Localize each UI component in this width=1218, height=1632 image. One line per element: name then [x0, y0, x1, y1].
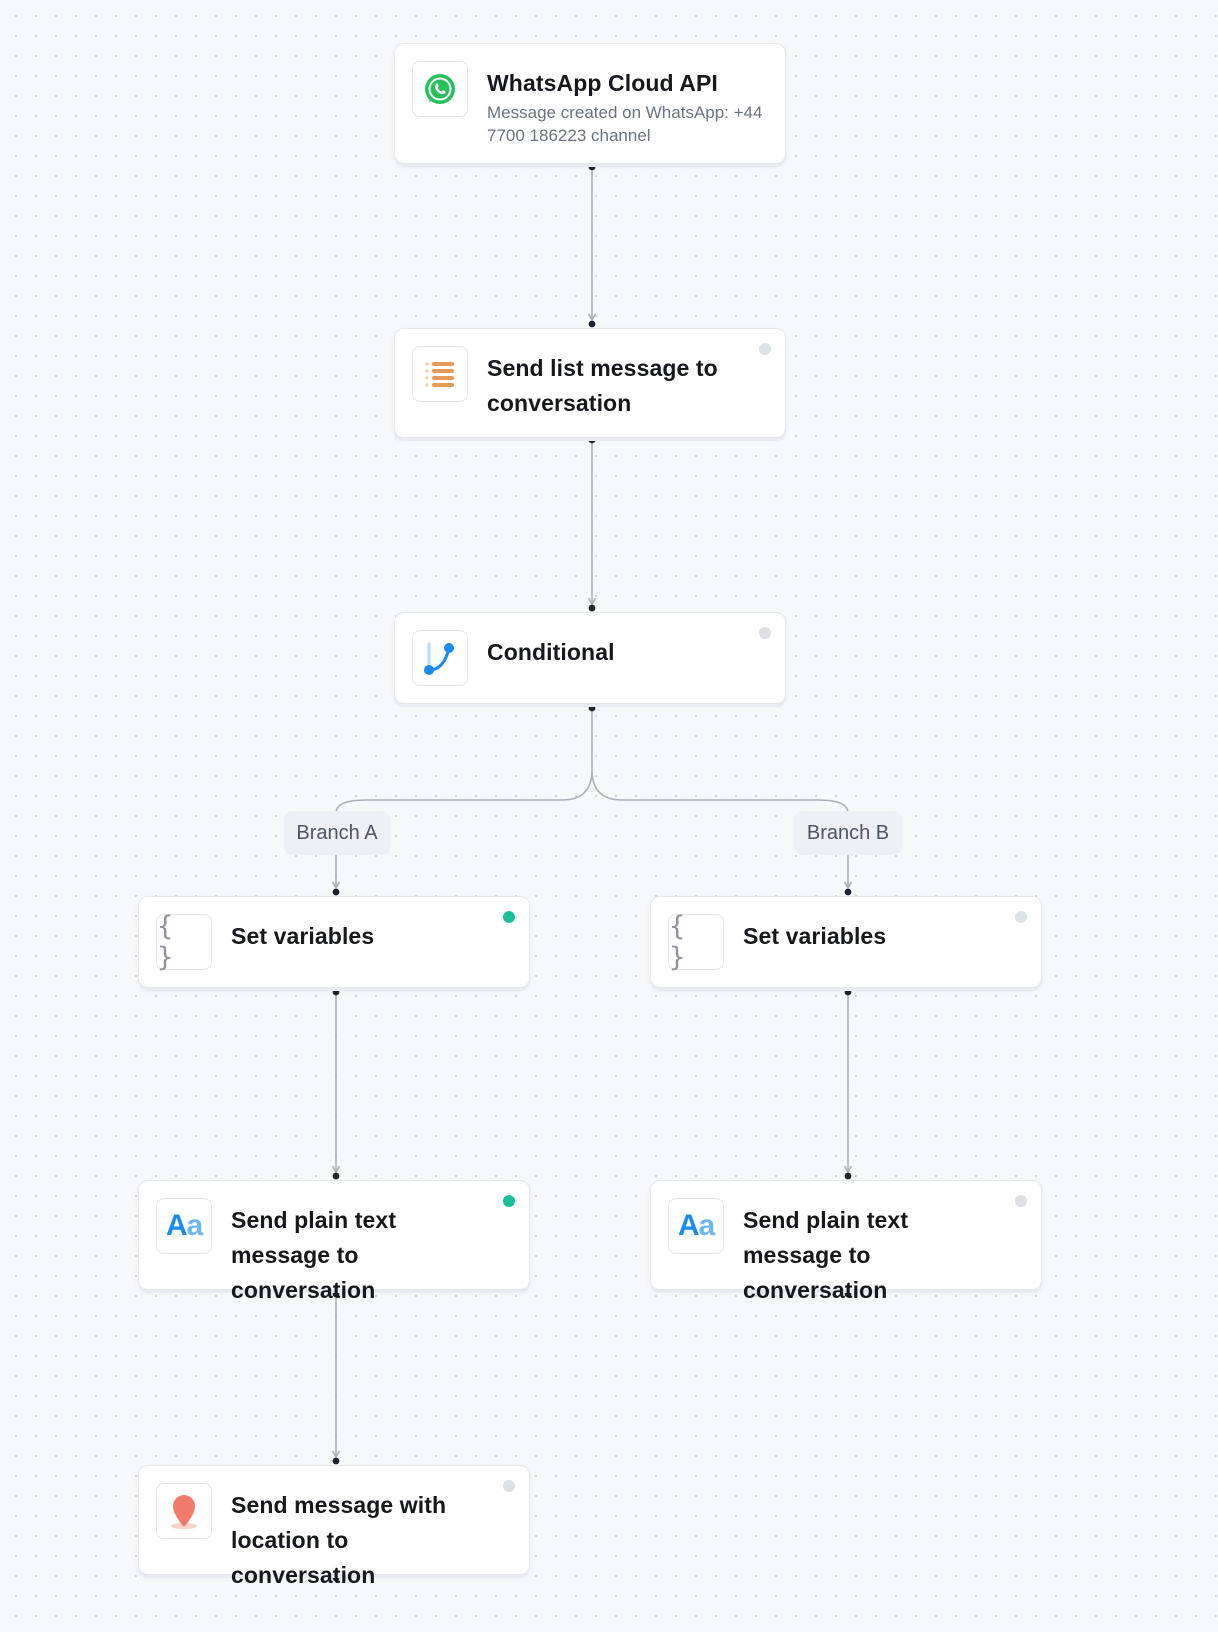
- connector-port: [588, 604, 596, 612]
- node-send-plain-text-a[interactable]: Aa Send plain text message to conversati…: [138, 1180, 530, 1303]
- node-conditional[interactable]: Conditional: [394, 612, 786, 704]
- node-title: WhatsApp Cloud API: [487, 70, 718, 96]
- connector-port: [588, 163, 596, 171]
- list-icon: [412, 346, 468, 402]
- connector-line: [335, 708, 593, 814]
- connector-arrow: [331, 1450, 341, 1459]
- node-set-variables-b[interactable]: { } Set variables: [650, 896, 1042, 988]
- connector-port: [332, 1574, 340, 1582]
- status-dot-active: [503, 911, 515, 923]
- branch-label-b[interactable]: Branch B: [794, 811, 902, 855]
- branch-label-a[interactable]: Branch A: [284, 811, 390, 855]
- connector-arrow: [331, 881, 341, 890]
- connector-arrow: [587, 597, 597, 606]
- connector-port: [844, 988, 852, 996]
- branch-icon: [412, 630, 468, 686]
- node-title: Send list message to conversation: [487, 355, 718, 416]
- connector-arrow: [331, 1165, 341, 1174]
- braces-icon: { }: [156, 911, 212, 973]
- node-title: Set variables: [231, 923, 375, 949]
- node-title: Send plain text message to conversation: [743, 1207, 909, 1303]
- node-set-variables-a[interactable]: { } Set variables: [138, 896, 530, 988]
- status-dot: [759, 343, 771, 355]
- connector-port: [588, 704, 596, 712]
- connector-port: [844, 888, 852, 896]
- status-dot-active: [503, 1195, 515, 1207]
- connector-port: [332, 1457, 340, 1465]
- status-dot: [1015, 911, 1027, 923]
- node-send-plain-text-b[interactable]: Aa Send plain text message to conversati…: [650, 1180, 1042, 1303]
- connector-port: [844, 1290, 852, 1298]
- text-format-icon: Aa: [668, 1198, 724, 1254]
- status-dot: [1015, 1195, 1027, 1207]
- node-title: Set variables: [743, 923, 887, 949]
- node-subtitle: Message created on WhatsApp: +44 7700 18…: [487, 103, 763, 145]
- status-dot: [759, 627, 771, 639]
- connector-arrow: [843, 1165, 853, 1174]
- connector-port: [332, 1290, 340, 1298]
- status-dot: [503, 1480, 515, 1492]
- connector-arrow: [843, 881, 853, 890]
- connector-port: [332, 1172, 340, 1180]
- text-format-icon: Aa: [156, 1198, 212, 1254]
- braces-icon: { }: [668, 911, 724, 973]
- connector-port: [588, 436, 596, 444]
- connector-port: [844, 1172, 852, 1180]
- connector-arrow: [587, 313, 597, 322]
- whatsapp-icon: [412, 61, 468, 117]
- node-whatsapp-cloud-api[interactable]: WhatsApp Cloud API Message created on Wh…: [394, 43, 786, 164]
- node-send-list-message[interactable]: Send list message to conversation: [394, 328, 786, 438]
- connector-line: [591, 769, 849, 814]
- location-pin-icon: [156, 1483, 212, 1539]
- connector-port: [332, 888, 340, 896]
- node-title: Conditional: [487, 639, 615, 665]
- node-title: Send plain text message to conversation: [231, 1207, 397, 1303]
- connector-port: [588, 320, 596, 328]
- node-title: Send message with location to conversati…: [231, 1492, 447, 1588]
- node-send-location-a[interactable]: Send message with location to conversati…: [138, 1465, 530, 1588]
- connector-port: [332, 988, 340, 996]
